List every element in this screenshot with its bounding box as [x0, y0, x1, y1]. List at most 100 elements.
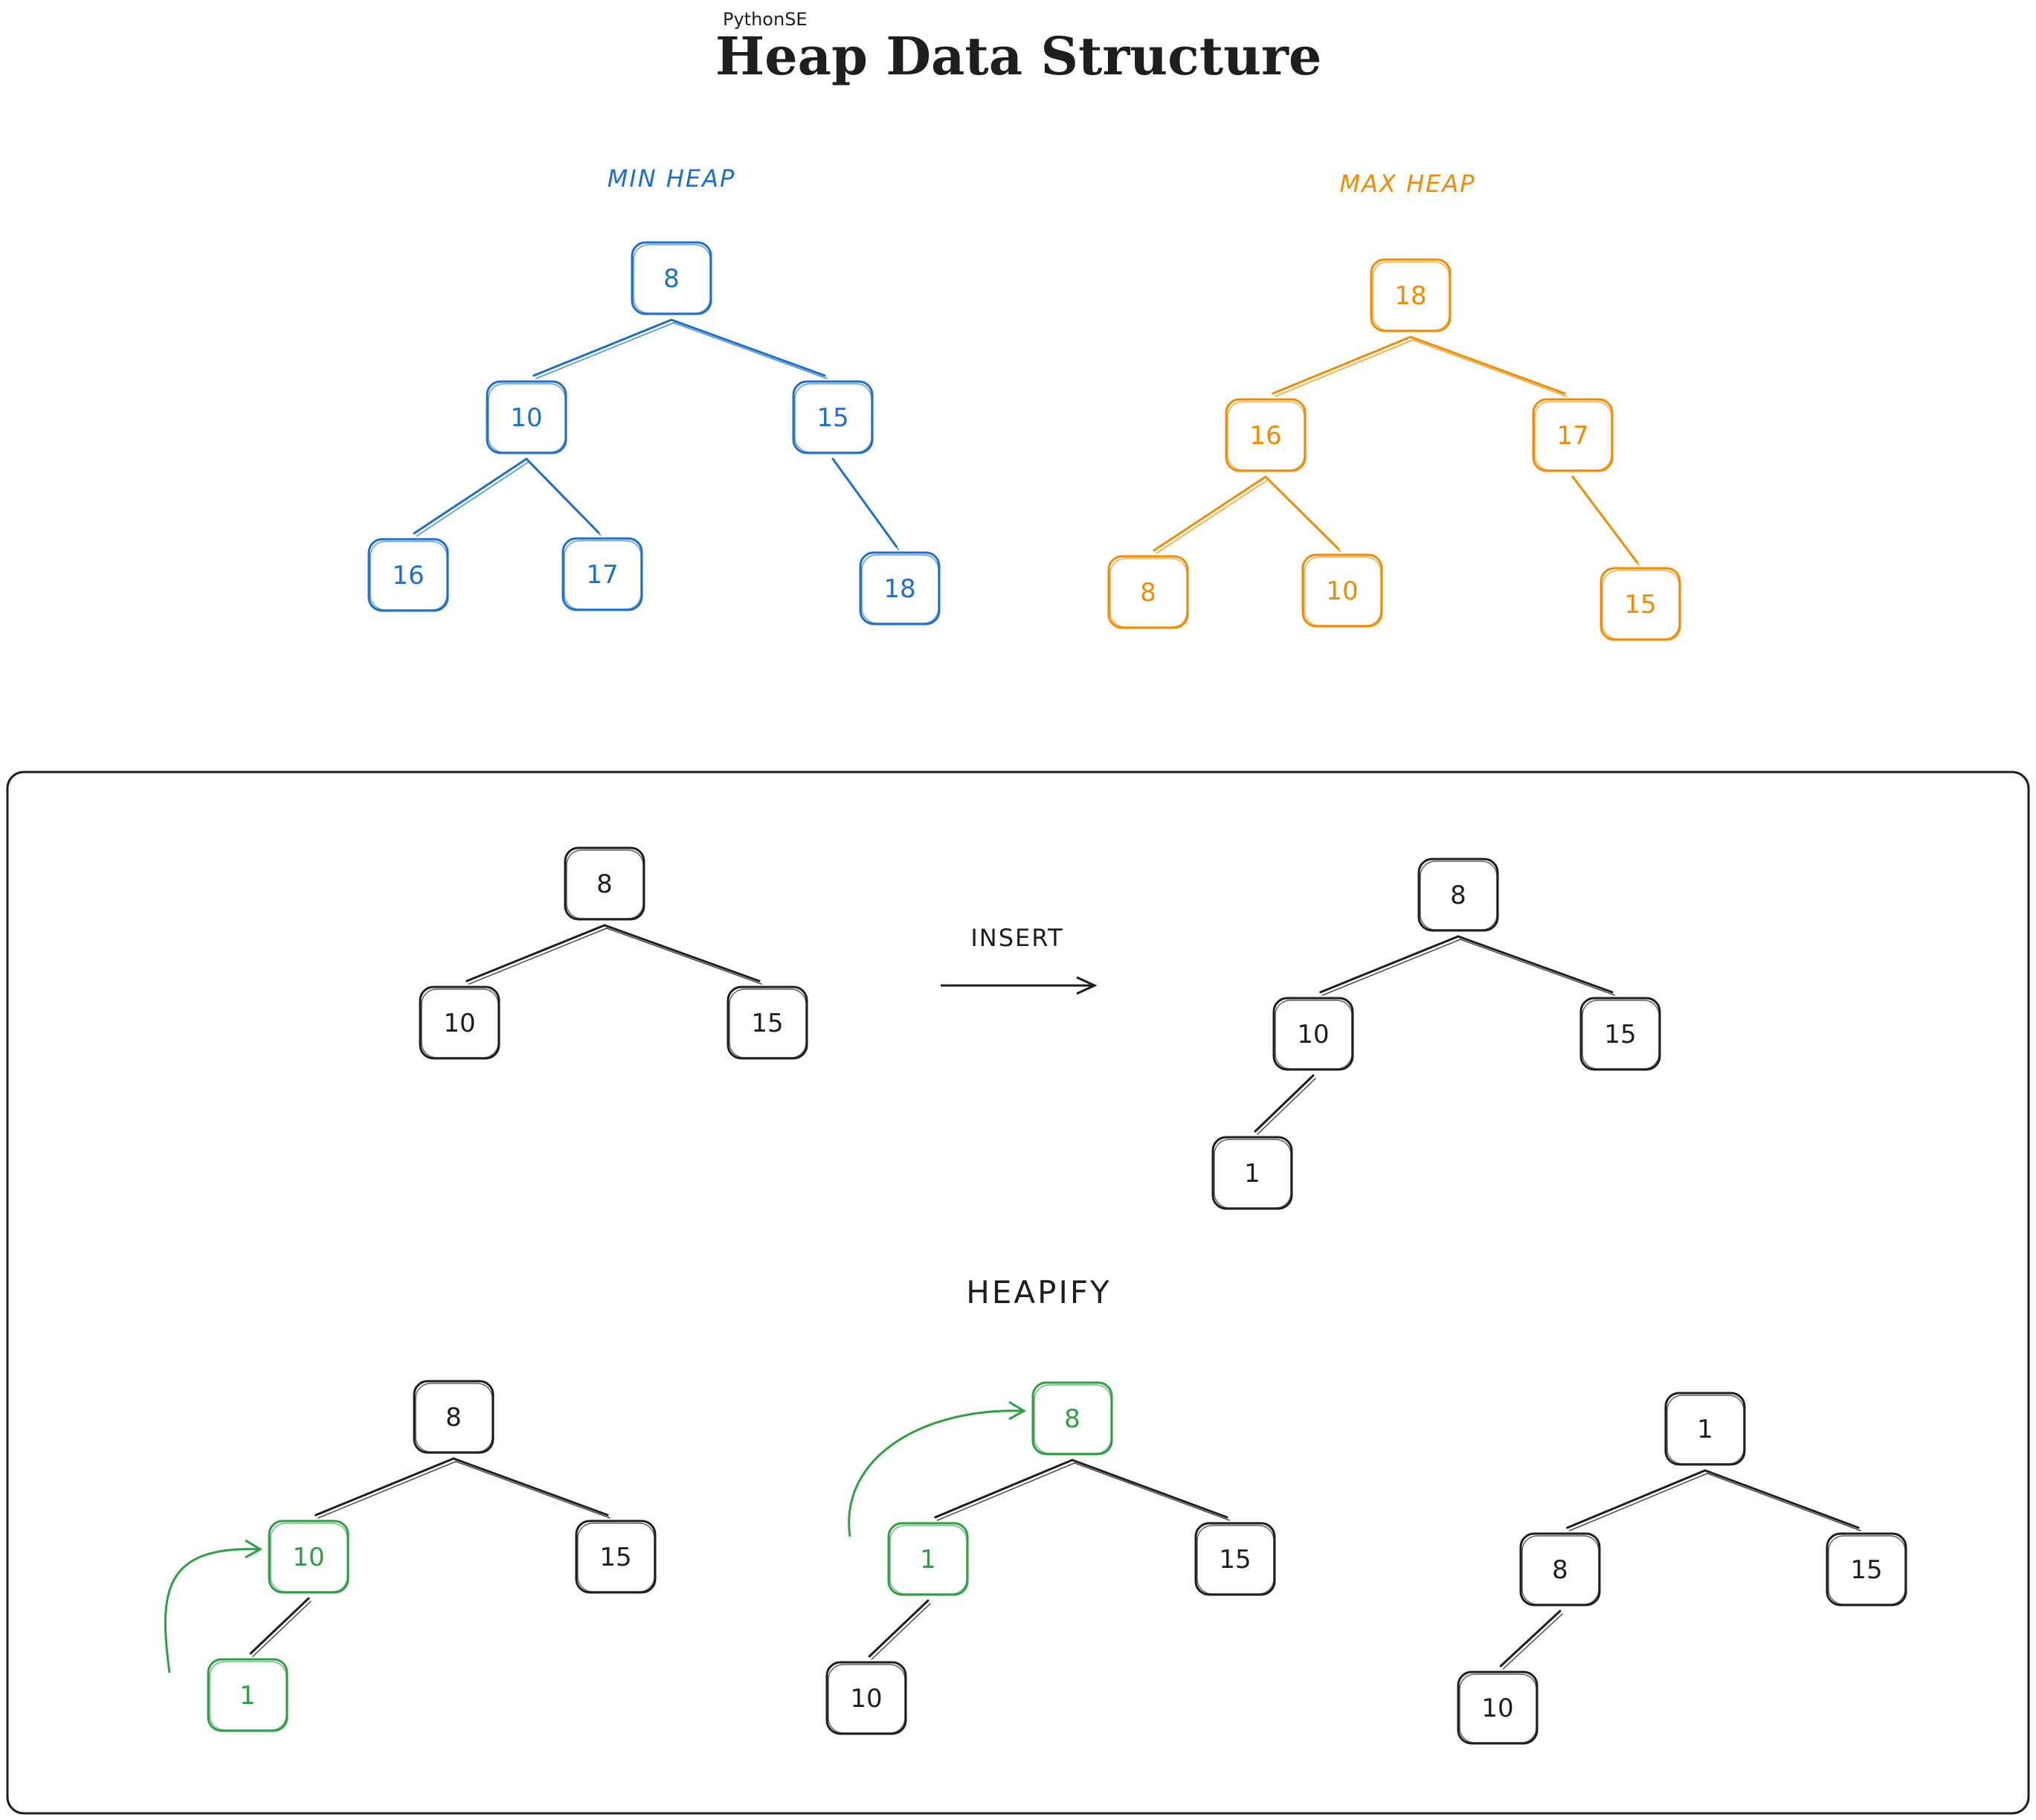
heapify-step-2-node-ll: 10 [825, 1661, 907, 1735]
heapify-step-1-node-box-ll [207, 1658, 289, 1732]
min-heap-node-sketch-ll [370, 541, 448, 611]
insert-after-node-box-l [1272, 997, 1354, 1071]
heapify-step-2-edge-r-rr [1071, 1459, 1228, 1519]
min-heap-node-sketch-lr [564, 540, 642, 610]
insert-before-edge-r-rr [603, 924, 761, 983]
insert-after-node-ll: 1 [1211, 1136, 1293, 1210]
insert-after-edge-sketch-r-l [1322, 939, 1461, 996]
insert-after-node-value-r: 8 [1450, 881, 1466, 910]
insert-before-node-sketch-l [421, 988, 499, 1058]
max-heap-node-box-rr [1532, 398, 1614, 472]
min-heap-node-value-r: 8 [663, 264, 680, 294]
max-heap-node-sketch-rrr [1602, 570, 1680, 640]
heapify-step-1-edge-r-rr [452, 1457, 609, 1517]
max-heap-node-sketch-ll [1109, 558, 1188, 628]
heapify-step-3-node-box-ll [1457, 1671, 1539, 1745]
max-heap-node-box-l [1225, 398, 1307, 472]
insert-after-node-sketch-ll [1214, 1139, 1292, 1209]
max-heap-node-sketch-rr [1534, 401, 1612, 471]
heapify-step-2-edge-l-ll [868, 1599, 930, 1658]
min-heap-edge-sketch-rr-rrr [834, 461, 900, 550]
max-heap-node-value-l: 16 [1249, 421, 1281, 451]
min-heap-node-value-l: 10 [510, 403, 542, 433]
min-heap-node-box-r [631, 241, 712, 315]
insert-before-edge-sketch-r-l [468, 927, 608, 985]
insert-after-node-sketch-l [1275, 1000, 1353, 1070]
heapify-label: HEAPIFY [966, 1274, 1111, 1311]
min-heap-node-rrr: 18 [859, 551, 941, 626]
heapify-step-2-edge-r-l [934, 1459, 1074, 1519]
insert-before-edge-sketch-r-rr [606, 927, 762, 985]
max-heap-edge-l-ll [1153, 475, 1267, 552]
heapify-step-3-node-ll: 10 [1457, 1671, 1539, 1745]
heapify-step-1-node-sketch-ll [209, 1661, 287, 1731]
max-heap-edge-r-l [1272, 335, 1412, 395]
max-heap-node-r: 18 [1370, 258, 1452, 332]
heapify-step-3-edge-sketch-r-l [1569, 1473, 1708, 1531]
min-heap-edge-r-l [532, 318, 673, 377]
heapify-step-2-node-sketch-rr [1196, 1525, 1275, 1595]
min-heap-label: MIN HEAP [608, 164, 736, 193]
min-heap-node-sketch-rrr [861, 554, 939, 624]
insert-before-tree: 8 10 15 [419, 846, 808, 1060]
heapify-step-1-node-l: 10 [268, 1520, 349, 1594]
insert-after-node-rr: 15 [1579, 997, 1661, 1071]
min-heap-node-box-l [486, 380, 567, 454]
max-heap-node-box-ll [1107, 555, 1189, 629]
max-heap-edge-sketch-l-lr [1267, 479, 1341, 553]
heapify-step-3-node-sketch-rr [1828, 1535, 1906, 1605]
heapify-step-1-node-sketch-l [270, 1522, 348, 1592]
page-title: Heap Data Structure [715, 25, 1321, 87]
max-heap-node-value-r: 18 [1394, 281, 1426, 311]
heapify-step-1-node-box-r [413, 1380, 494, 1454]
heapify-step-3-node-rr: 15 [1826, 1532, 1907, 1607]
heapify-step-1-swap-arrow [164, 1548, 261, 1673]
min-heap-node-sketch-rr [794, 383, 872, 453]
heapify-step-2-node-r: 8 [1031, 1381, 1113, 1456]
max-heap-node-ll: 8 [1107, 555, 1189, 629]
heapify-step-1-node-sketch-rr [577, 1522, 655, 1592]
insert-after-node-box-ll [1211, 1136, 1293, 1210]
max-heap-node-lr: 10 [1301, 553, 1383, 628]
insert-before-edge-r-l [465, 924, 606, 983]
operations-panel [6, 771, 2030, 1815]
heapify-step-2-node-rr: 15 [1194, 1522, 1276, 1596]
heapify-step-1-node-box-l [268, 1520, 349, 1594]
min-heap-node-box-lr [561, 537, 643, 611]
heapify-step-3-node-value-ll: 10 [1481, 1694, 1513, 1723]
heapify-step-2-swap-arrow-head [1008, 1401, 1027, 1421]
heapify-step-2-node-sketch-ll [828, 1664, 906, 1734]
heapify-step-2-swap-arrow [848, 1409, 1025, 1537]
heapify-step-2-node-value-l: 1 [920, 1545, 936, 1575]
heapify-step-2-node-box-r [1031, 1381, 1113, 1456]
heapify-step-1-edge-sketch-l-ll [252, 1601, 312, 1657]
heapify-step-1-node-r: 8 [413, 1380, 494, 1454]
min-heap-node-box-rr [792, 380, 874, 454]
min-heap-node-l: 10 [486, 380, 567, 454]
min-heap-edge-l-ll [413, 457, 528, 535]
heapify-step-2-node-value-rr: 15 [1219, 1545, 1251, 1575]
max-heap-node-sketch-lr [1304, 556, 1382, 626]
max-heap-node-value-rr: 17 [1556, 421, 1588, 451]
min-heap-node-value-lr: 17 [586, 560, 618, 590]
heapify-step-2-edge-sketch-r-l [936, 1462, 1075, 1521]
max-heap-node-l: 16 [1225, 398, 1307, 472]
insert-before-node-l: 10 [419, 985, 500, 1060]
heapify-step-2-node-box-l [887, 1522, 969, 1596]
max-heap-edge-sketch-l-ll [1156, 479, 1269, 554]
min-heap-edge-sketch-l-lr [528, 461, 602, 536]
heapify-step-1-swap-arrow-head [245, 1539, 263, 1559]
insert-after-edge-l-ll [1254, 1074, 1315, 1133]
max-heap-node-box-r [1370, 258, 1452, 332]
insert-before-node-rr: 15 [727, 985, 808, 1060]
insert-label: INSERT [970, 924, 1063, 952]
heapify-step-3-node-value-rr: 15 [1850, 1555, 1882, 1585]
insert-before-node-value-r: 8 [596, 869, 613, 899]
min-heap-node-rr: 15 [792, 380, 874, 454]
heapify-step-1-edge-r-l [315, 1457, 455, 1517]
insert-after-node-value-rr: 15 [1604, 1020, 1636, 1049]
